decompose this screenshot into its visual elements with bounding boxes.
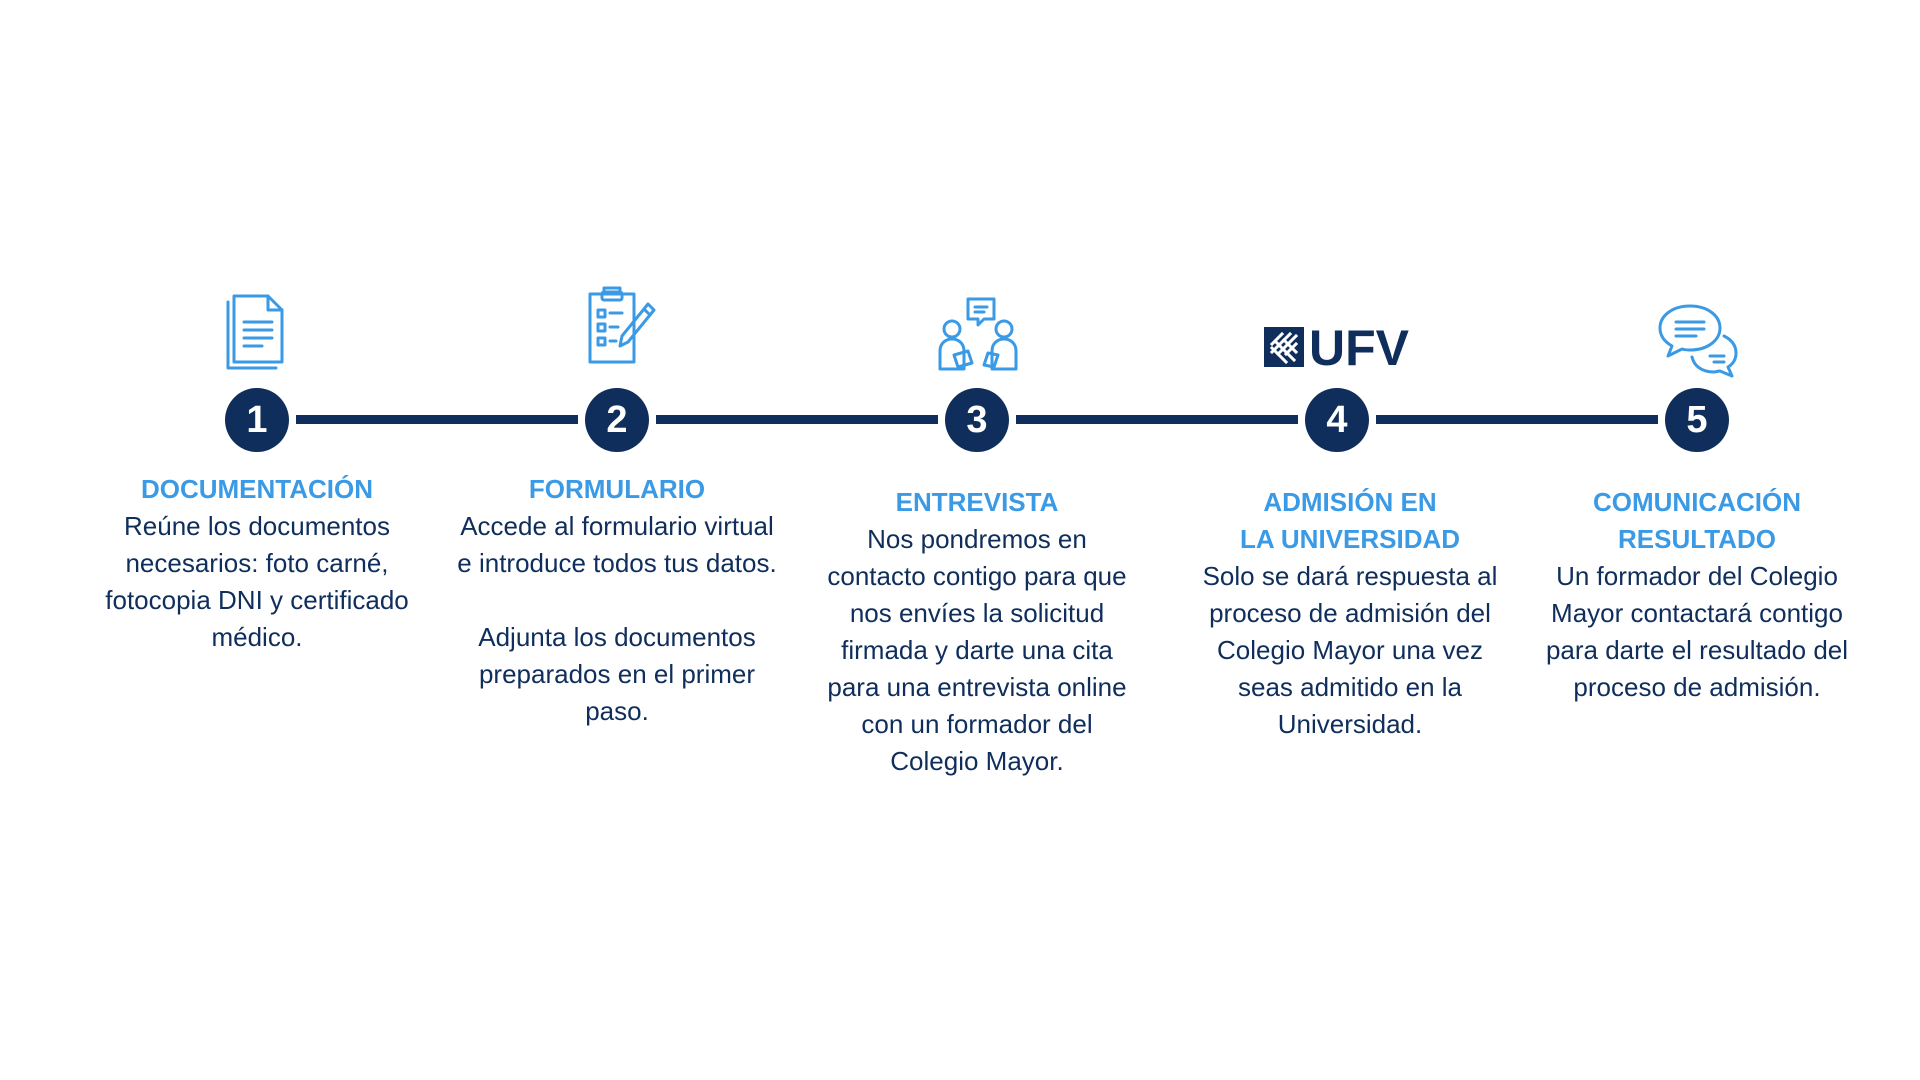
step-4-title: ADMISIÓN EN LA UNIVERSIDAD bbox=[1239, 487, 1461, 554]
step-number-4: 4 bbox=[1305, 388, 1369, 452]
interview-people-icon bbox=[932, 291, 1022, 381]
connector-line-1-2 bbox=[296, 415, 578, 424]
ufv-logo: UFV bbox=[1264, 324, 1412, 370]
step-number-3: 3 bbox=[945, 388, 1009, 452]
step-number-5: 5 bbox=[1665, 388, 1729, 452]
connector-line-3-4 bbox=[1016, 415, 1298, 424]
step-1-text: DOCUMENTACIÓN Reúne los documentos neces… bbox=[97, 471, 417, 656]
step-number-2: 2 bbox=[585, 388, 649, 452]
step-4-description: Solo se dará respuesta al proceso de adm… bbox=[1202, 561, 1498, 739]
step-5-description: Un formador del Colegio Mayor contactará… bbox=[1545, 561, 1849, 702]
step-2-description: Accede al formulario virtual e introduce… bbox=[457, 511, 777, 726]
chat-bubbles-icon bbox=[1652, 298, 1742, 388]
document-icon bbox=[212, 284, 302, 374]
step-2-text: FORMULARIO Accede al formulario virtual … bbox=[457, 471, 777, 730]
step-4-text: ADMISIÓN EN LA UNIVERSIDAD Solo se dará … bbox=[1190, 484, 1510, 743]
ufv-logo-text: UFV bbox=[1309, 324, 1410, 370]
step-number-1: 1 bbox=[225, 388, 289, 452]
connector-line-2-3 bbox=[656, 415, 938, 424]
step-1-description: Reúne los documentos necesarios: foto ca… bbox=[105, 511, 409, 652]
step-1-title: DOCUMENTACIÓN bbox=[140, 474, 374, 504]
step-5-text: COMUNICACIÓN RESULTADO Un formador del C… bbox=[1537, 484, 1857, 706]
step-3-title: ENTREVISTA bbox=[895, 487, 1059, 517]
step-3-description: Nos pondremos en contacto contigo para q… bbox=[827, 524, 1127, 776]
connector-line-4-5 bbox=[1376, 415, 1658, 424]
step-2-title: FORMULARIO bbox=[528, 474, 706, 504]
step-5-title: COMUNICACIÓN RESULTADO bbox=[1593, 487, 1801, 554]
clipboard-checklist-icon bbox=[572, 280, 662, 370]
step-3-text: ENTREVISTA Nos pondremos en contacto con… bbox=[817, 484, 1137, 780]
